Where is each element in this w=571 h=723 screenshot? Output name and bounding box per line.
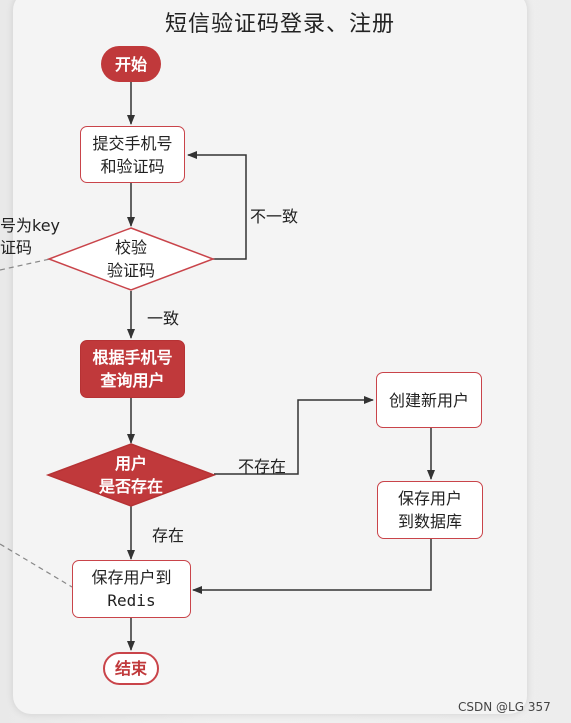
submit-node: 提交手机号 和验证码 — [80, 126, 185, 183]
dashed-connector-top — [0, 258, 51, 271]
diagram-title: 短信验证码登录、注册 — [164, 12, 395, 37]
exists-label-line2: 是否存在 — [98, 477, 163, 496]
side-note: 号为key 证码 — [0, 215, 60, 259]
edge-label-not-exists: 不存在 — [238, 457, 287, 476]
edge-savedb-saveredis — [192, 539, 432, 594]
save-redis-label-line2: Redis — [107, 591, 156, 610]
exists-diamond — [45, 443, 217, 507]
verify-label-line1: 校验 — [114, 238, 147, 257]
side-note-line1: 号为key — [0, 216, 61, 235]
save-redis-label-line1: 保存用户到 — [91, 568, 172, 587]
save-db-label-line1: 保存用户 — [397, 489, 462, 508]
start-label: 开始 — [114, 54, 147, 74]
verify-diamond — [46, 227, 216, 291]
save-redis-node: 保存用户到 Redis — [72, 560, 191, 618]
query-label-line2: 查询用户 — [100, 371, 165, 390]
submit-label-line1: 提交手机号 — [92, 133, 173, 153]
side-note-line2: 证码 — [0, 238, 33, 257]
start-node: 开始 — [101, 46, 161, 82]
edge-label-exists: 存在 — [152, 526, 185, 545]
edge-exists-create — [214, 396, 374, 475]
verify-label-line2: 验证码 — [106, 261, 155, 280]
watermark: CSDN @LG 357 — [458, 700, 551, 714]
save-db-node: 保存用户 到数据库 — [377, 481, 483, 539]
query-label-line1: 根据手机号 — [92, 348, 173, 367]
dashed-connector-bottom — [0, 543, 73, 588]
end-label: 结束 — [114, 659, 147, 678]
edge-label-consistent: 一致 — [147, 309, 180, 328]
edge-label-inconsistent: 不一致 — [250, 207, 299, 226]
save-db-label-line2: 到数据库 — [397, 512, 462, 531]
exists-label-line1: 用户 — [114, 454, 147, 473]
query-node: 根据手机号 查询用户 — [80, 340, 185, 398]
submit-label-line2: 和验证码 — [100, 156, 165, 176]
end-node: 结束 — [103, 652, 159, 685]
create-node: 创建新用户 — [376, 372, 482, 428]
edge-verify-loop — [187, 151, 247, 260]
verify-node-text: 校验 验证码 — [81, 236, 181, 282]
create-label: 创建新用户 — [388, 390, 469, 410]
exists-node-text: 用户 是否存在 — [81, 452, 181, 498]
